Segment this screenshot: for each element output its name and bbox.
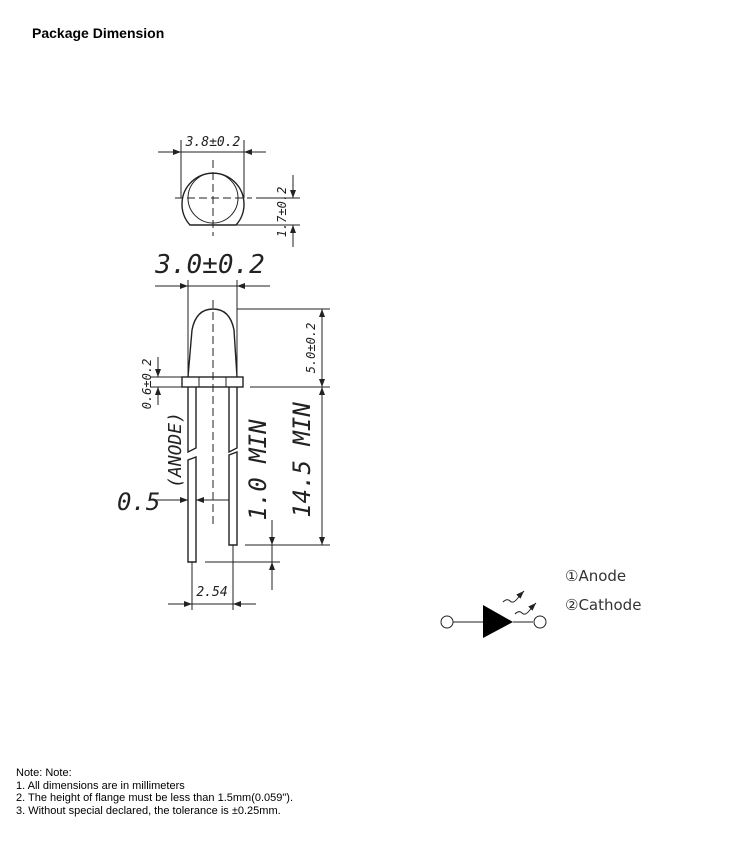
dim-flange-height: 0.6±0.2 (140, 359, 154, 410)
cathode-lead-top (228, 387, 238, 454)
led-dome (187, 308, 238, 378)
dim-body-height: 5.0±0.2 (304, 323, 318, 374)
note-item: 3. Without special declared, the toleran… (16, 804, 281, 817)
note-item: 1. All dimensions are in millimeters (16, 779, 185, 792)
dim-lead-pitch: 2.54 (196, 585, 227, 600)
dim-lead-offset: 1.0 MIN (244, 419, 272, 521)
dim-flat-height: 1.7±0.2 (275, 187, 289, 238)
light-arrow-icon (502, 590, 525, 603)
dim-lead-width: 0.5 (117, 488, 160, 516)
anode-lead-bottom (187, 455, 197, 563)
dim-lead-length: 14.5 MIN (288, 402, 316, 518)
dim-body-width: 3.0±0.2 (154, 250, 265, 280)
pin2-marker (533, 615, 547, 629)
pin1-marker (440, 615, 454, 629)
diode-symbol: ①Anode ②Cathode (440, 567, 641, 638)
side-view: 3.0±0.2 5.0±0.2 14.5 MIN 1.0 MIN (117, 250, 330, 610)
page-title: Package Dimension (32, 25, 165, 41)
light-arrow-icon (514, 602, 537, 615)
note-item: 2. The height of flange must be less tha… (16, 792, 294, 804)
notes-heading: Note: Note: (16, 767, 72, 779)
pin2-label: ②Cathode (565, 596, 641, 614)
dim-top-width: 3.8±0.2 (185, 135, 241, 150)
cathode-lead-bottom (228, 450, 238, 546)
anode-lead-top (187, 387, 197, 454)
diode-triangle (483, 605, 513, 638)
anode-label: (ANODE) (165, 412, 186, 488)
top-view: 3.8±0.2 1.7±0.2 (158, 135, 300, 247)
notes: Note: Note: 1. All dimensions are in mil… (16, 767, 293, 817)
pin1-label: ①Anode (565, 567, 626, 585)
